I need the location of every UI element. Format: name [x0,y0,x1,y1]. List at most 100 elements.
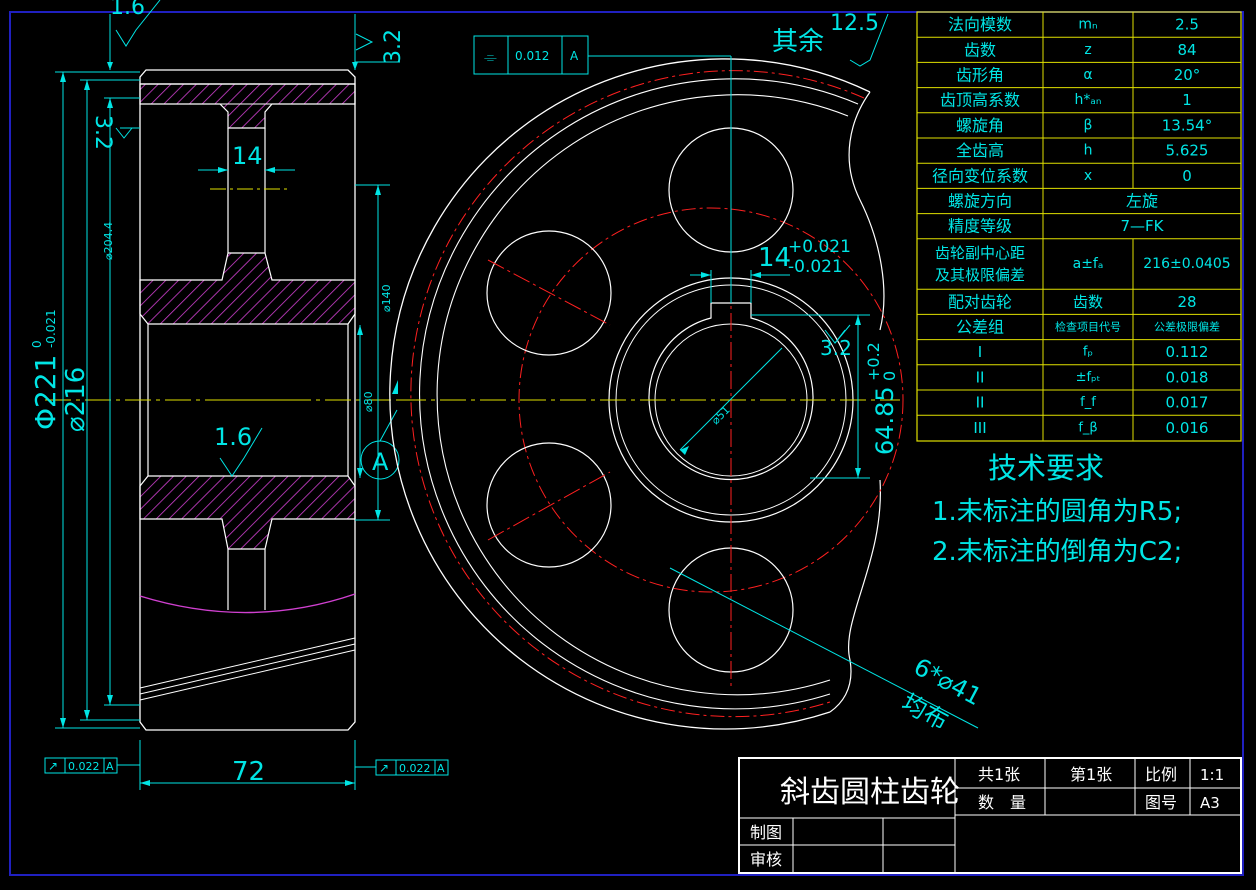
runout-frame-right: ↗ 0.022 A [355,759,449,776]
title-block: 斜齿圆柱齿轮 共1张 第1张 比例 1:1 数 量 图号 A3 制图 审核 [738,757,1242,874]
bore-diameter: ⌀51 [709,403,733,427]
svg-text:Φ221: Φ221 [29,355,62,430]
tol-group-col3: 公差极限偏差 [1154,320,1220,334]
dim-root-diameter: ⌀204.4 [102,222,115,260]
tech-title: 技术要求 [988,451,1104,485]
dim-face-width: 72 [232,757,265,787]
other-roughness-value: 12.5 [830,11,879,36]
param-value: 20° [1174,66,1201,84]
tol-group: II [976,368,985,386]
dim-hub-diameter: ⌀140 [380,284,393,312]
tol-value: 0.017 [1166,394,1209,412]
svg-text:A: A [437,762,445,775]
param-symbol: x [1084,168,1092,184]
tol-value: 0.018 [1166,368,1209,386]
param-name: 全齿高 [956,141,1004,160]
param-symbol: mₙ [1078,17,1097,33]
tol-code: f_f [1080,395,1096,410]
param-name: 法向模数 [948,15,1012,34]
runout-frame-left: ↗ 0.022 A [44,757,140,774]
center-name-2: 及其极限偏差 [935,266,1025,284]
tech-item-1: 1.未标注的圆角为R5; [932,497,1182,527]
keyway-roughness: 3.2 [820,336,852,360]
drawing-frame [9,11,1244,876]
svg-text:A: A [106,760,114,773]
drawing-no-value: A3 [1200,794,1220,812]
hatch-hub-top [139,252,356,325]
center-value: 216±0.0405 [1143,256,1230,272]
quantity-label: 数 量 [978,793,1026,812]
svg-text:64.85: 64.85 [871,386,899,455]
svg-text:0.022: 0.022 [68,760,100,773]
roughness-bore: 1.6 [214,423,252,451]
param-name: 齿形角 [956,66,1004,85]
keyway-depth-dim: 64.85 +0.2 0 [864,342,899,455]
param-value: 1 [1182,91,1192,109]
lightening-hole [486,230,612,356]
precision-value: 7—FK [1120,217,1164,235]
dim-tip-diameter: Φ221 0 -0.021 [29,309,62,430]
tol-group-name: 公差组 [956,318,1004,337]
scale-value: 1:1 [1200,766,1224,784]
dim-pitch-diameter: ⌀216 [61,367,91,432]
bore-with-keyway [648,302,814,481]
param-value: 84 [1177,41,1196,59]
helix-dir-name: 螺旋方向 [948,192,1012,211]
svg-text:A: A [570,49,579,63]
side-view: 1.6 3.2 3.2 1.6 14 Φ221 0 -0.021 ⌀216 ⌀2… [29,0,449,790]
tol-group: I [978,343,982,361]
break-line [829,91,885,713]
svg-text:-0.021: -0.021 [44,309,58,348]
center-name-1: 齿轮副中心距 [935,244,1025,262]
param-value: 2.5 [1175,16,1199,34]
other-roughness-prefix: 其余 [772,27,824,57]
svg-text:⌯: ⌯ [484,47,497,66]
total-sheets: 共1张 [978,765,1020,784]
lightening-hole [486,442,612,568]
roughness-top-right: 3.2 [381,29,406,64]
param-value: 5.625 [1166,142,1209,160]
web-circle [518,207,904,593]
tooth-curve [139,593,356,614]
checked-by-label: 审核 [750,850,782,869]
param-name: 齿顶高系数 [940,91,1020,110]
pitch-circle-outer [410,70,865,718]
dim-web: 14 [232,142,263,170]
param-value: 13.54° [1162,116,1212,134]
hatch-hub-bottom [139,475,356,550]
datum-label: A [372,448,389,476]
param-name: 径向变位系数 [932,166,1028,185]
tol-value: 0.016 [1166,419,1209,437]
param-name: 螺旋角 [956,116,1004,135]
part-name: 斜齿圆柱齿轮 [780,775,960,810]
svg-text:+0.021: +0.021 [788,237,851,257]
center-symbol: a±fₐ [1073,256,1104,272]
scale-label: 比例 [1145,765,1177,784]
svg-text:0.012: 0.012 [515,49,549,63]
dim-bore-diameter: ⌀80 [362,391,375,412]
svg-text:0: 0 [30,340,44,348]
roughness-side: 3.2 [90,115,115,150]
param-symbol: h*ₐₙ [1075,92,1102,108]
side-outline [139,69,356,731]
param-name: 齿数 [964,40,996,59]
tol-group-col2: 检查项目代号 [1055,320,1121,334]
mating-symbol: 齿数 [1073,293,1103,311]
svg-text:14: 14 [758,243,791,273]
front-view: ⌯ 0.012 A 其余 12.5 14 +0.021 -0.021 3.2 6… [389,11,986,736]
sheet-no: 第1张 [1070,765,1112,784]
drawing-no-label: 图号 [1145,793,1177,812]
svg-text:↗: ↗ [379,761,389,775]
tol-code: fₚ [1083,345,1093,360]
param-symbol: β [1084,117,1093,133]
outer-profile [389,58,871,730]
param-symbol: α [1083,67,1092,83]
keyway-width-dim: 14 +0.021 -0.021 [758,237,851,277]
svg-text:-0.021: -0.021 [788,257,843,277]
tol-code: f_β [1078,420,1097,435]
tech-requirements: 技术要求 1.未标注的圆角为R5; 2.未标注的倒角为C2; [932,451,1182,567]
svg-text:+0.2: +0.2 [864,342,883,381]
roughness-top-left: 1.6 [110,0,145,20]
